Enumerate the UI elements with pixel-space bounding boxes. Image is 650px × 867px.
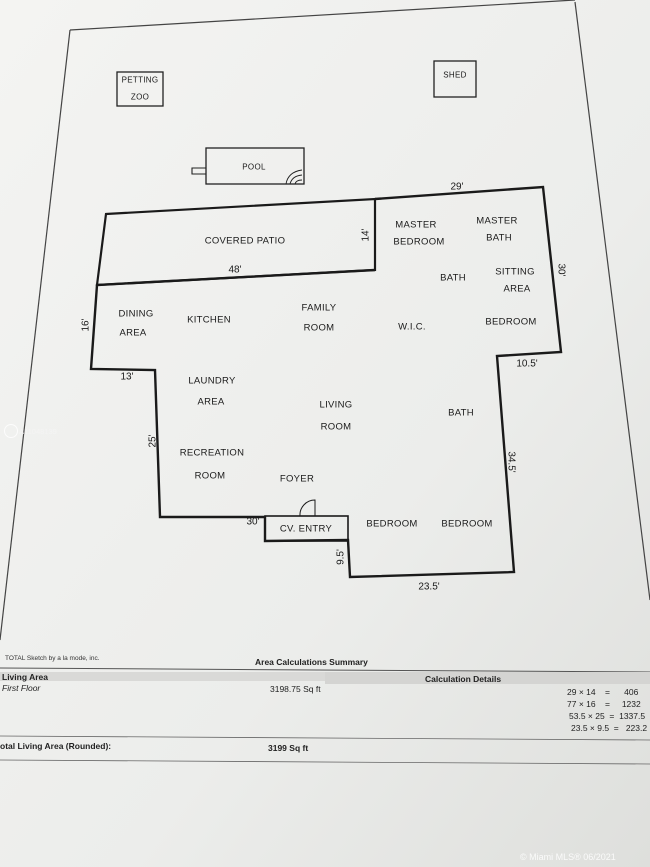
covered-patio-label: COVERED PATIO [204, 235, 286, 247]
calc-row-3: 53.5 × 25 = 1337.5 [569, 711, 646, 721]
total-living-value: 3199 Sq ft [268, 743, 309, 753]
page-frame-left [0, 29, 71, 641]
family-room-label-2: ROOM [303, 322, 335, 334]
bedroom-bottom-2-label: BEDROOM [441, 518, 493, 530]
calc-row-2: 77 × 16 = 1232 [567, 699, 641, 709]
recreation-room-label-2: ROOM [194, 470, 226, 482]
pool-corner-steps [285, 169, 303, 185]
family-room-label-1: FAMILY [301, 302, 337, 314]
wic-label: W.I.C. [398, 321, 426, 333]
petting-zoo-label-2: ZOO [130, 92, 150, 102]
dim-left-lower: 25' [147, 434, 159, 448]
shed-box [433, 60, 477, 98]
master-bath-label-1: MASTER [476, 215, 518, 227]
total-living-label: otal Living Area (Rounded): [0, 741, 112, 751]
listing-id-watermark: A11048139 [19, 427, 57, 436]
dim-patio-height: 14' [360, 228, 372, 242]
dining-area-label-1: DINING [118, 308, 154, 320]
sketch-credit: TOTAL Sketch by a la mode, inc. [5, 655, 100, 662]
first-floor-value: 3198.75 Sq ft [270, 684, 321, 694]
dim-left-upper: 16' [80, 318, 92, 332]
bedroom-bottom-1-label: BEDROOM [366, 518, 418, 530]
dim-left-step: 13' [120, 371, 134, 383]
dim-bottom: 23.5' [418, 581, 440, 593]
summary-line-3 [0, 735, 650, 741]
living-area-header-bg [0, 672, 325, 681]
dining-area-label-2: AREA [119, 327, 147, 339]
kitchen-label: KITCHEN [187, 314, 231, 326]
summary-line-1 [0, 667, 650, 673]
summary-title: Area Calculations Summary [255, 657, 368, 667]
laundry-area-label-1: LAUNDRY [188, 375, 236, 387]
sitting-area-label-1: SITTING [495, 266, 535, 278]
shed-label: SHED [443, 70, 467, 80]
first-floor-label: First Floor [2, 683, 41, 693]
bath-lower-label: BATH [448, 407, 474, 419]
master-bath-label-2: BATH [486, 232, 512, 244]
foyer-door [299, 499, 316, 517]
dim-entry-depth: 9.5' [335, 549, 347, 565]
laundry-area-label-2: AREA [197, 396, 225, 408]
dim-entry-width: 30' [246, 516, 260, 528]
petting-zoo-box [116, 71, 164, 107]
pool-shape [205, 147, 305, 185]
cv-entry-box [264, 515, 349, 542]
page-frame-right [574, 1, 650, 601]
living-room-label-1: LIVING [319, 399, 353, 411]
page-frame [69, 0, 576, 31]
petting-zoo-label-1: PETTING [121, 75, 159, 85]
dim-right: 30' [555, 263, 567, 277]
recreation-room-label-1: RECREATION [179, 447, 245, 459]
living-area-header: Living Area [2, 672, 48, 682]
calc-row-1: 29 × 14 = 406 [567, 687, 639, 697]
calc-details-header: Calculation Details [425, 674, 502, 684]
calc-details-header-bg [325, 672, 650, 684]
mls-copyright-watermark: © Miami MLS® 06/2021 [520, 852, 616, 862]
master-bedroom-label-1: MASTER [395, 219, 437, 231]
foyer-label: FOYER [279, 473, 315, 485]
calc-row-4: 23.5 × 9.5 = 223.2 [571, 723, 648, 733]
bath-upper-label: BATH [440, 272, 466, 284]
pool-steps [191, 167, 206, 175]
cv-entry-label: CV. ENTRY [279, 523, 333, 535]
pool-label: POOL [242, 162, 266, 172]
sitting-area-label-2: AREA [503, 283, 531, 295]
summary-line-4 [0, 759, 650, 765]
mls-logo-icon [4, 424, 18, 438]
dim-right-step: 10.5' [516, 358, 538, 370]
dim-right-lower: 34.5' [505, 451, 517, 473]
master-bedroom-label-2: BEDROOM [393, 236, 445, 248]
dim-top: 29' [450, 181, 464, 193]
bedroom-right-label: BEDROOM [485, 316, 537, 328]
living-room-label-2: ROOM [320, 421, 352, 433]
dim-patio-width: 48' [228, 264, 242, 276]
